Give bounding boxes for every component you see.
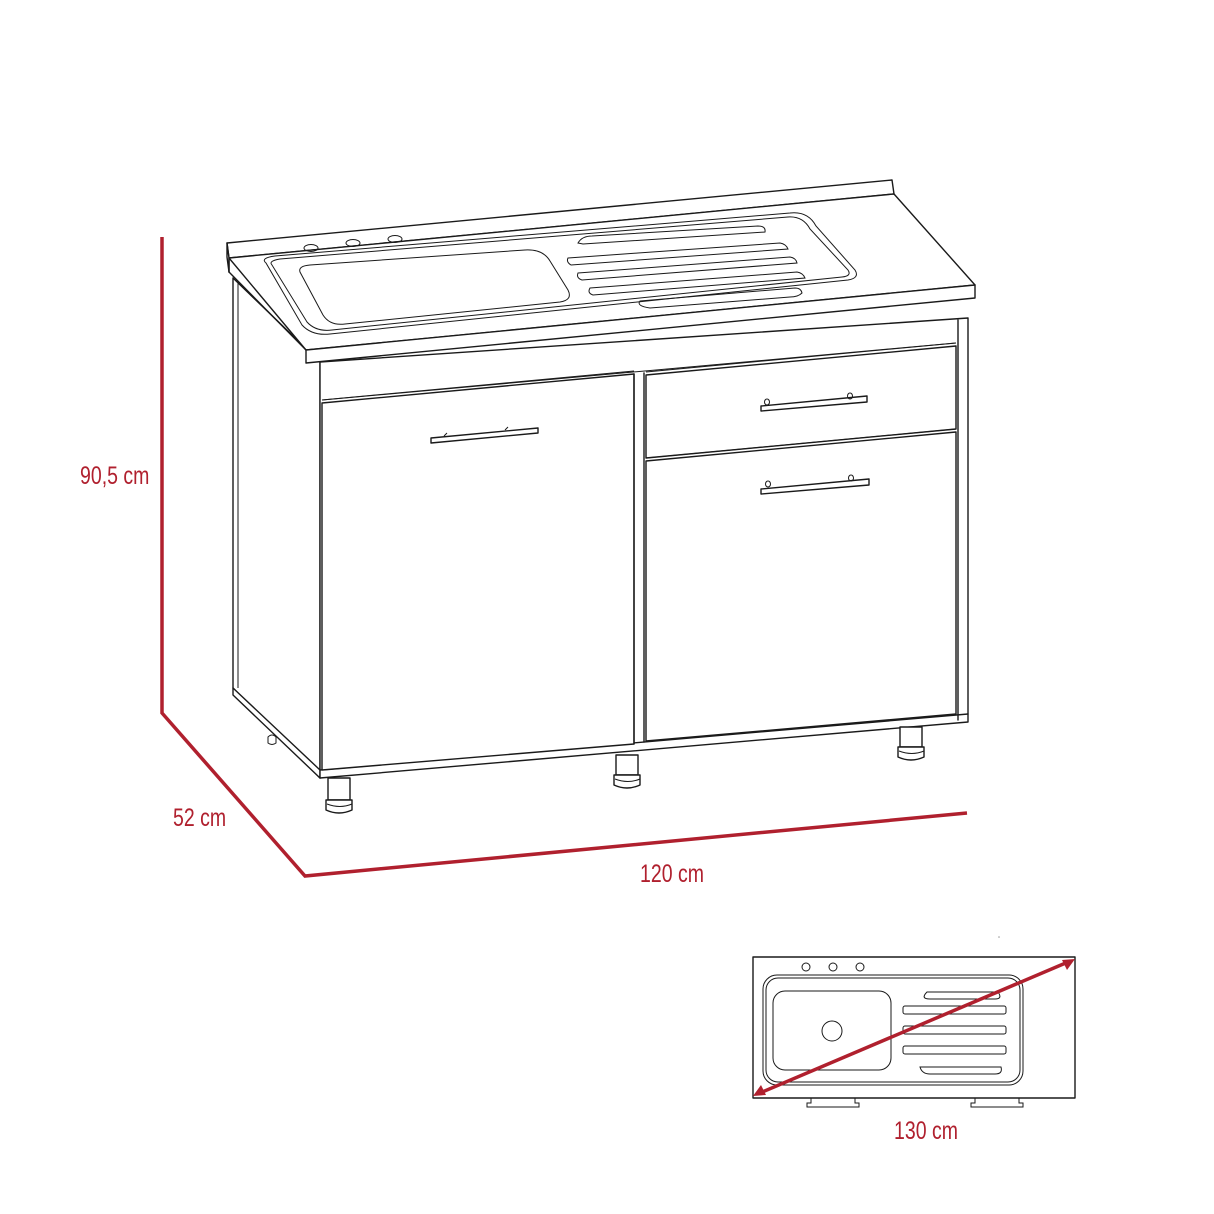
drawer [645, 342, 957, 459]
cabinet-legs [267, 726, 925, 814]
top-view-basin [772, 990, 892, 1071]
right-door [645, 428, 957, 742]
dimension-lines [160, 237, 968, 878]
right-door-handle [760, 474, 870, 495]
sink-rim [263, 212, 857, 335]
leg-front-right [897, 726, 925, 761]
top-view-drawing [752, 936, 1076, 1108]
depth-dimension-label: 52 cm [173, 804, 227, 832]
drainboard-grooves [566, 225, 806, 309]
width-dimension-label: 120 cm [640, 860, 704, 888]
drawer-handle [760, 392, 868, 412]
leg-front-middle [613, 754, 641, 789]
diagonal-length-arrow [753, 959, 1075, 1096]
top-view-drainboard-grooves [902, 991, 1007, 1075]
leg-front-left [325, 777, 353, 814]
top-view-legs [806, 1098, 1024, 1108]
height-dimension-label: 90,5 cm [80, 462, 150, 490]
leg-back-left [267, 734, 277, 745]
faucet-holes [303, 235, 403, 252]
sink-basin [299, 249, 570, 325]
top-view-drain [821, 1020, 843, 1042]
cabinet-drawing [226, 179, 976, 814]
countertop-length-label: 130 cm [894, 1117, 958, 1145]
height-dimension-line [160, 237, 968, 878]
left-door-handle [430, 426, 539, 444]
top-view-faucet-holes [801, 962, 865, 972]
left-door [321, 370, 635, 771]
countertop [226, 179, 976, 364]
